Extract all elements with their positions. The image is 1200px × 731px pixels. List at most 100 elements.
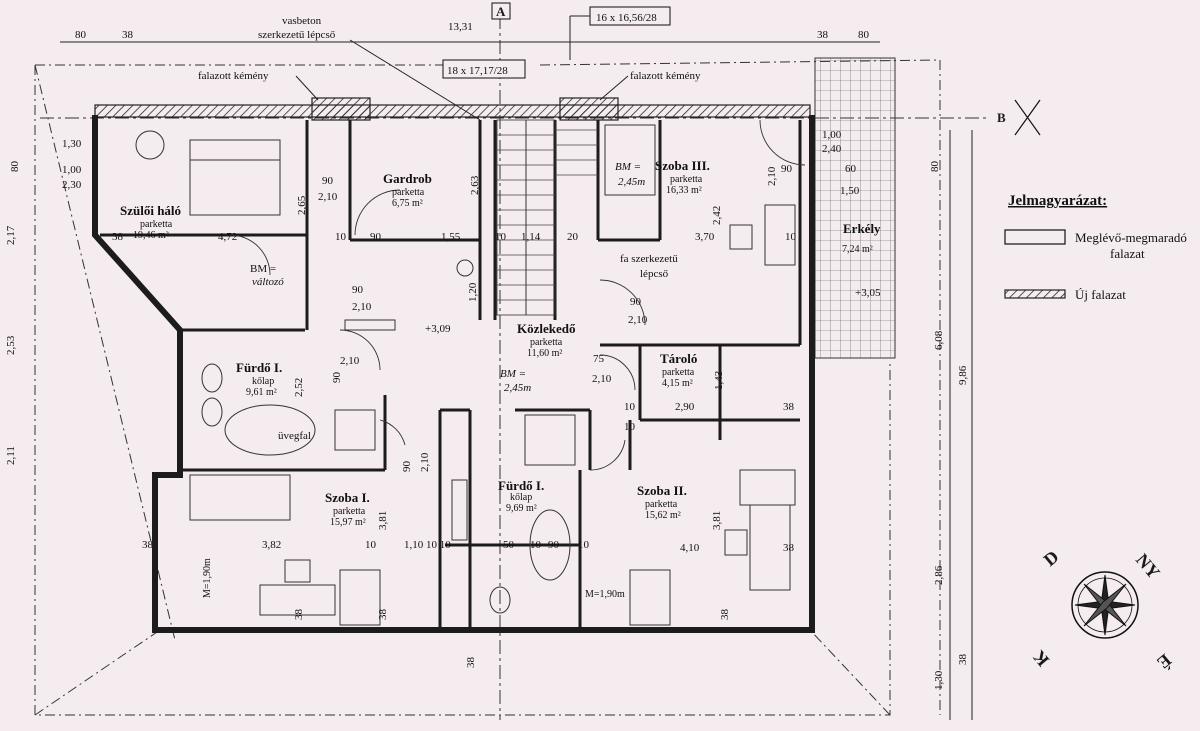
svg-text:15,97 m²: 15,97 m² bbox=[330, 517, 366, 528]
svg-text:1,30: 1,30 bbox=[933, 670, 945, 690]
svg-text:16,33 m²: 16,33 m² bbox=[666, 185, 702, 196]
room-szoba3: Szoba III. parketta 16,33 m² bbox=[655, 158, 710, 196]
bm-szoba3-label: BM = bbox=[615, 161, 641, 173]
section-b-label: B bbox=[997, 110, 1006, 125]
furniture bbox=[135, 124, 796, 626]
svg-text:20: 20 bbox=[567, 231, 579, 243]
svg-text:2,86: 2,86 bbox=[933, 565, 945, 585]
svg-text:38: 38 bbox=[783, 542, 795, 554]
svg-text:2,17: 2,17 bbox=[5, 225, 17, 245]
svg-text:80: 80 bbox=[75, 29, 87, 41]
stair-spec-top-left: 18 x 17,17/28 bbox=[447, 65, 508, 77]
bidet-left bbox=[201, 397, 223, 427]
svg-text:Fürdő I.: Fürdő I. bbox=[236, 360, 282, 375]
fa-lepcso-1: fa szerkezetű bbox=[620, 253, 678, 265]
svg-text:kőlap: kőlap bbox=[252, 376, 274, 387]
svg-text:10: 10 bbox=[495, 231, 507, 243]
chair-szoba1 bbox=[284, 559, 311, 583]
svg-text:38: 38 bbox=[817, 29, 829, 41]
svg-text:parketta: parketta bbox=[645, 499, 678, 510]
room-gardrob: Gardrob parketta 6,75 m² bbox=[383, 171, 432, 209]
bed-szoba2 bbox=[739, 469, 796, 506]
desk-szoba3 bbox=[764, 204, 796, 266]
svg-text:parketta: parketta bbox=[333, 506, 366, 517]
chimney-right-label: falazott kémény bbox=[630, 70, 701, 82]
svg-text:Szoba II.: Szoba II. bbox=[637, 483, 687, 498]
svg-text:Erkély: Erkély bbox=[843, 221, 881, 236]
svg-text:38: 38 bbox=[783, 401, 795, 413]
svg-text:parketta: parketta bbox=[670, 174, 703, 185]
exterior-walls bbox=[92, 97, 815, 633]
svg-text:90: 90 bbox=[352, 284, 364, 296]
svg-text:Szoba III.: Szoba III. bbox=[655, 158, 710, 173]
svg-text:3,70: 3,70 bbox=[695, 231, 715, 243]
svg-text:6,08: 6,08 bbox=[933, 330, 945, 350]
svg-text:1,20: 1,20 bbox=[467, 282, 479, 302]
svg-text:90: 90 bbox=[548, 539, 560, 551]
svg-text:4,10: 4,10 bbox=[680, 542, 700, 554]
svg-text:parketta: parketta bbox=[140, 219, 173, 230]
sinks-center bbox=[451, 479, 468, 541]
svg-text:2,52: 2,52 bbox=[293, 378, 305, 397]
svg-text:2,10: 2,10 bbox=[340, 355, 360, 367]
svg-text:10: 10 bbox=[335, 231, 347, 243]
svg-text:60: 60 bbox=[845, 163, 857, 175]
svg-text:2,10: 2,10 bbox=[766, 166, 778, 186]
svg-text:19,46 m²: 19,46 m² bbox=[133, 230, 169, 241]
svg-text:1,55: 1,55 bbox=[441, 231, 461, 243]
compass-ny: NY bbox=[1132, 550, 1164, 583]
shower-left bbox=[334, 409, 376, 451]
svg-text:parketta: parketta bbox=[530, 337, 563, 348]
svg-text:38: 38 bbox=[293, 609, 305, 621]
counter bbox=[344, 319, 396, 331]
svg-text:10 10: 10 10 bbox=[426, 539, 451, 551]
balcony-area bbox=[814, 57, 896, 359]
svg-text:2,53: 2,53 bbox=[5, 335, 17, 355]
svg-text:2,40: 2,40 bbox=[822, 143, 842, 155]
interior-walls bbox=[100, 120, 802, 630]
bathtub-left bbox=[224, 404, 316, 456]
bm-kozl-value: 2,45m bbox=[504, 382, 531, 394]
svg-text:38: 38 bbox=[465, 657, 477, 669]
svg-text:4,72: 4,72 bbox=[218, 231, 237, 243]
bm-szoba3-value: 2,45m bbox=[618, 176, 645, 188]
room-szoba2: Szoba II. parketta 15,62 m² bbox=[637, 483, 687, 521]
window-skylight-1 bbox=[339, 569, 381, 626]
legend-new-label: Új falazat bbox=[1075, 287, 1126, 302]
legend-new-swatch bbox=[1004, 289, 1066, 299]
svg-text:1,50: 1,50 bbox=[840, 185, 860, 197]
svg-text:10: 10 bbox=[624, 421, 636, 433]
svg-text:6,75 m²: 6,75 m² bbox=[392, 198, 423, 209]
svg-text:90: 90 bbox=[322, 175, 334, 187]
desk-szoba1 bbox=[259, 584, 336, 616]
svg-text:90: 90 bbox=[370, 231, 382, 243]
compass-k: K bbox=[1029, 647, 1053, 671]
svg-text:38: 38 bbox=[122, 29, 134, 41]
room-kozlekedo: Közlekedő parketta 11,60 m² bbox=[517, 321, 576, 359]
legend-existing-label-1: Meglévő-megmaradó bbox=[1075, 230, 1187, 245]
m190-left: M=1,90m bbox=[202, 558, 213, 598]
dimension-labels: 80 38 38 80 1,30 1,00 2,30 80 2,17 2,53 … bbox=[5, 29, 973, 720]
bm-note-2: változó bbox=[252, 276, 284, 288]
vasbeton-label-2: szerkezetű lépcső bbox=[258, 29, 336, 41]
svg-text:4,15 m²: 4,15 m² bbox=[662, 378, 693, 389]
svg-text:38: 38 bbox=[957, 654, 969, 666]
svg-text:Gardrob: Gardrob bbox=[383, 171, 432, 186]
svg-text:7,24 m²: 7,24 m² bbox=[842, 244, 873, 255]
svg-text:Fürdő I.: Fürdő I. bbox=[498, 478, 544, 493]
svg-text:Közlekedő: Közlekedő bbox=[517, 321, 576, 336]
svg-text:75: 75 bbox=[593, 353, 605, 365]
double-bed bbox=[189, 139, 281, 216]
legend-existing-label-2: falazat bbox=[1110, 246, 1145, 261]
svg-text:2,10: 2,10 bbox=[318, 191, 338, 203]
svg-text:38: 38 bbox=[719, 609, 731, 621]
svg-text:1,00: 1,00 bbox=[62, 164, 82, 176]
svg-text:10: 10 bbox=[785, 231, 797, 243]
room-szuloi-halo: Szülői háló parketta 19,46 m² bbox=[120, 203, 181, 241]
svg-text:90: 90 bbox=[401, 461, 413, 473]
svg-text:90: 90 bbox=[781, 163, 793, 175]
chimney-left-label: falazott kémény bbox=[198, 70, 269, 82]
roof-outline bbox=[34, 59, 941, 716]
